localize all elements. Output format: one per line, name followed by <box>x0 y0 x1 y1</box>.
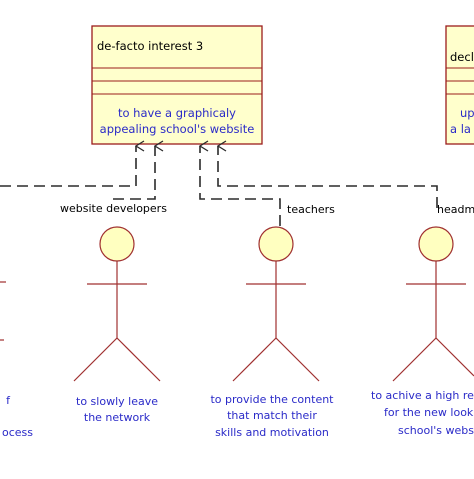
actor-teachers-goal-line-2: that match their <box>227 409 317 422</box>
actor-teachers[interactable]: teachers to provide the content that mat… <box>210 203 335 439</box>
actor-headmaster-head <box>418 226 454 262</box>
actor-headmaster[interactable]: headm to achive a high re for the new lo… <box>371 203 474 437</box>
actor-headmaster-goal-line-2: for the new look <box>384 406 474 419</box>
actor-headmaster-goal-line-1: to achive a high re <box>371 389 474 402</box>
class-box-right-title: decli <box>450 50 474 64</box>
actor-left-goal-line-1: f <box>6 394 11 407</box>
actor-headmaster-left-leg <box>392 337 437 382</box>
actor-website-developers[interactable]: website developers to slowly leave the n… <box>60 202 167 424</box>
actor-headmaster-right-leg <box>435 337 474 377</box>
actor-website-developers-name: website developers <box>60 202 167 215</box>
actor-left-partial[interactable]: f ocess <box>0 281 33 439</box>
class-box-right-partial[interactable]: decli up a la <box>445 25 474 145</box>
actor-website-developers-goal-line-2: the network <box>84 411 151 424</box>
class-box-right-goal-line-2: a la <box>450 122 471 136</box>
class-box-right-goal-line-1: up <box>460 106 474 120</box>
class-box-main-goal-line-2: appealing school's website <box>100 122 255 136</box>
dependency-developers-to-main[interactable] <box>113 146 155 200</box>
actor-teachers-name: teachers <box>287 203 335 216</box>
actor-teachers-right-leg <box>275 337 320 382</box>
dependency-headmaster-to-main[interactable] <box>218 146 438 208</box>
class-box-main[interactable]: de-facto interest 3 to have a graphicaly… <box>91 25 263 145</box>
actor-website-developers-left-leg <box>73 337 118 382</box>
class-box-main-frame <box>91 25 263 145</box>
actor-website-developers-right-leg <box>116 337 161 382</box>
actor-teachers-head <box>258 226 294 262</box>
actor-website-developers-goal-line-1: to slowly leave <box>76 395 158 408</box>
actor-left-goal-line-2: ocess <box>2 426 33 439</box>
actor-teachers-left-leg <box>232 337 277 382</box>
dependency-lines <box>0 146 438 226</box>
class-box-main-title: de-facto interest 3 <box>97 39 203 53</box>
actor-teachers-goal-line-1: to provide the content <box>210 393 334 406</box>
actor-headmaster-goal-line-3: school's webs <box>398 424 474 437</box>
dependency-left-to-main[interactable] <box>0 146 136 187</box>
class-box-right-frame <box>445 25 474 145</box>
class-box-main-goal-line-1: to have a graphicaly <box>118 106 236 120</box>
actor-website-developers-head <box>99 226 135 262</box>
actor-teachers-goal-line-3: skills and motivation <box>215 426 329 439</box>
actor-headmaster-name: headm <box>437 203 474 216</box>
